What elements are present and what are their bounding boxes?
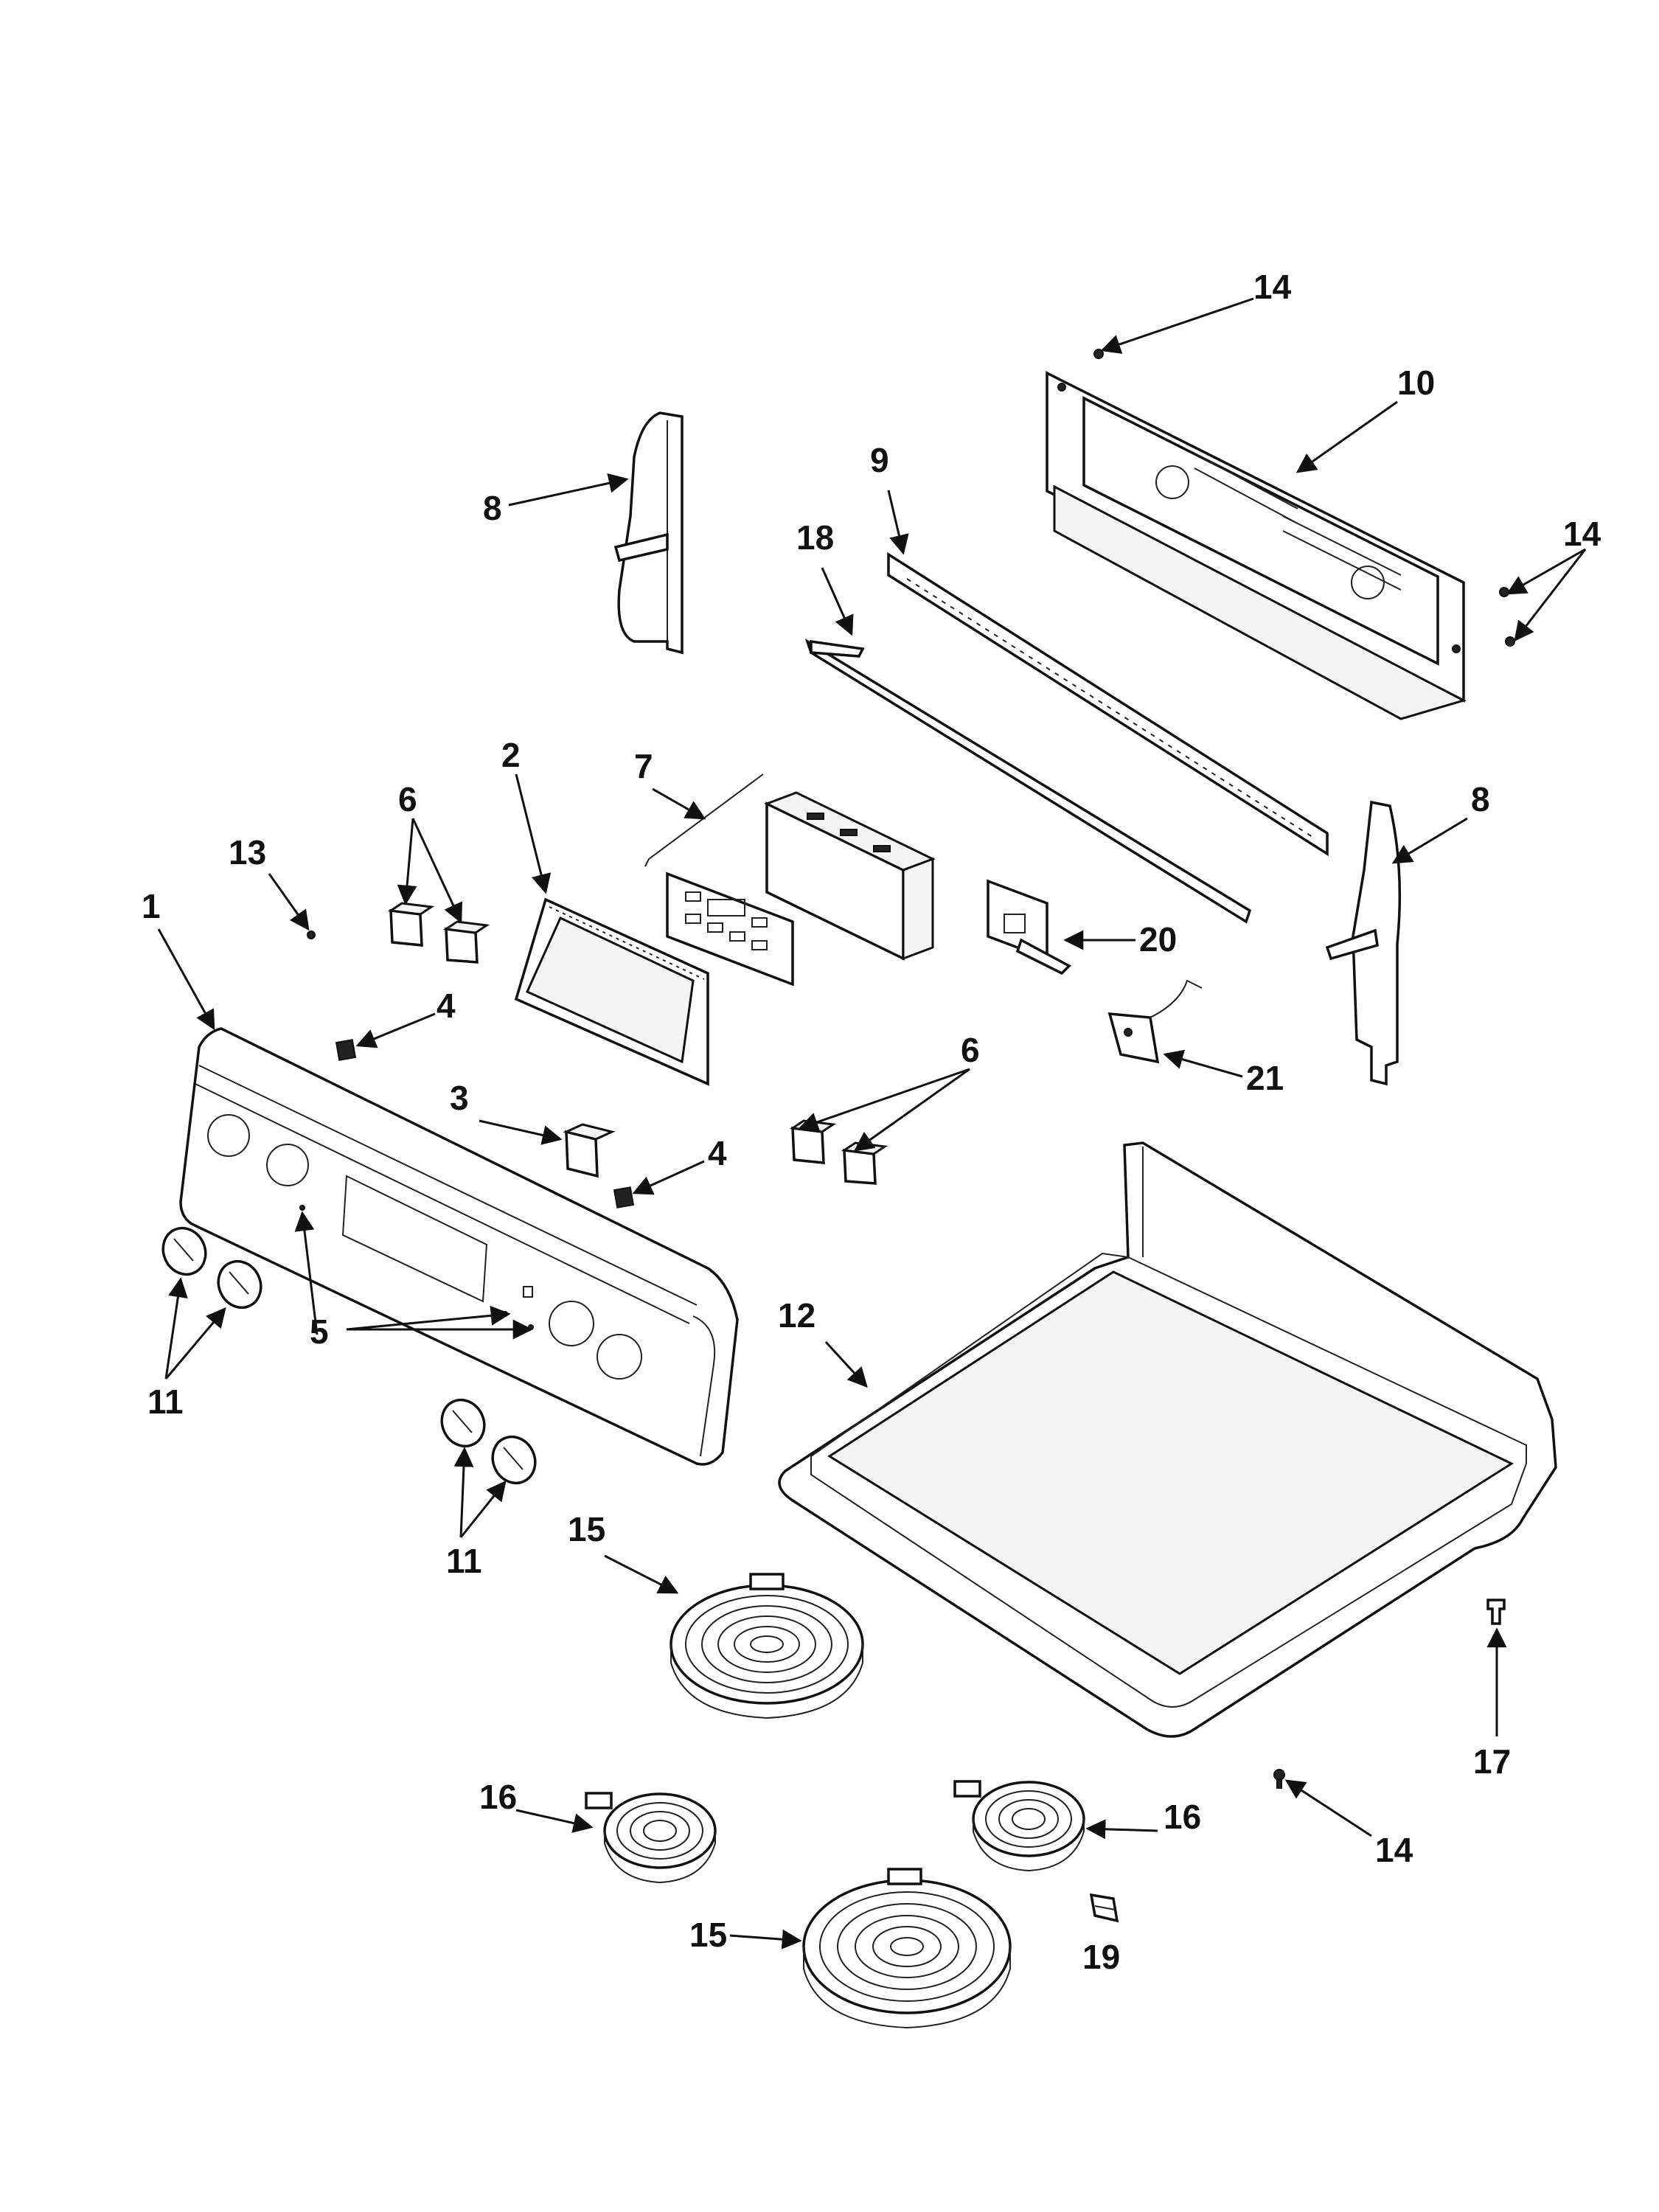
- knob-2: [217, 1259, 262, 1310]
- electronic-control: [764, 791, 936, 961]
- large-element-2: [802, 1868, 1012, 2029]
- small-element-2: [953, 1780, 1085, 1872]
- small-element-1: [585, 1792, 717, 1884]
- callout-14-top: 14: [1253, 268, 1292, 306]
- callout-5: 5: [310, 1312, 329, 1351]
- callout-7: 7: [634, 747, 653, 785]
- bracket: [987, 879, 1071, 975]
- callout-16-left: 16: [479, 1778, 517, 1816]
- switch: [563, 1123, 616, 1178]
- indicator-light-1: [335, 1039, 357, 1061]
- callout-10: 10: [1397, 364, 1435, 402]
- callout-14-right: 14: [1563, 515, 1601, 553]
- bracket-strip: [804, 639, 1252, 924]
- callout-8-left: 8: [483, 489, 502, 527]
- screw-14-right-2: [1505, 636, 1515, 647]
- callout-19: 19: [1082, 1938, 1120, 1976]
- large-element-1: [669, 1573, 864, 1719]
- infinite-switch-4: [841, 1141, 888, 1185]
- infinite-switch-2: [442, 920, 490, 964]
- display-window: [514, 897, 709, 1086]
- callout-18: 18: [796, 518, 834, 557]
- callout-16-right: 16: [1164, 1798, 1201, 1836]
- control-overlay: [666, 872, 794, 987]
- screw-14-top: [1093, 349, 1104, 359]
- knob-1: [161, 1226, 207, 1276]
- callout-13: 13: [229, 833, 266, 872]
- screw-14-right-1: [1499, 587, 1509, 597]
- callout-12: 12: [778, 1296, 815, 1335]
- callout-1: 1: [142, 887, 161, 925]
- terminal-block: [1107, 979, 1203, 1064]
- screw-14-bottom: [1273, 1769, 1285, 1789]
- callout-9: 9: [870, 441, 889, 479]
- trim-strip: [887, 552, 1329, 857]
- callout-11-left: 11: [147, 1382, 184, 1421]
- clip: [1089, 1893, 1119, 1923]
- control-panel: [179, 1027, 739, 1466]
- leader-lines: [157, 297, 1587, 1950]
- callout-6-top: 6: [398, 780, 417, 818]
- part-7-bracket-line: [644, 773, 764, 867]
- indicator-light-2: [613, 1186, 635, 1208]
- callout-11-mid: 11: [446, 1542, 482, 1580]
- callout-2: 2: [501, 736, 521, 774]
- callout-21: 21: [1246, 1059, 1284, 1097]
- callout-6-mid: 6: [961, 1031, 980, 1069]
- cooktop-glass: [778, 1141, 1557, 1738]
- callout-20: 20: [1139, 920, 1177, 959]
- end-cap-right: [1325, 800, 1402, 1086]
- infinite-switch-3: [789, 1119, 837, 1164]
- screw-13: [307, 931, 316, 939]
- callout-17: 17: [1473, 1742, 1511, 1781]
- callout-4-mid: 4: [708, 1134, 727, 1172]
- back-panel: [1046, 371, 1467, 720]
- knob-4: [491, 1435, 537, 1485]
- callout-labels: 14 10 14 9 18 8 8 7 2 6 13 1 20 4 6 21 3…: [142, 268, 1601, 1976]
- callout-8-right: 8: [1471, 780, 1490, 818]
- callout-15-top: 15: [568, 1510, 605, 1548]
- infinite-switch-1: [387, 902, 435, 947]
- knob-3: [440, 1398, 486, 1448]
- callout-15-bottom: 15: [689, 1916, 727, 1954]
- callout-14-bottom: 14: [1375, 1831, 1413, 1869]
- leveling-leg: [1486, 1599, 1506, 1625]
- end-cap-left: [613, 411, 684, 655]
- callout-3: 3: [450, 1079, 469, 1117]
- callout-4-top: 4: [437, 987, 456, 1025]
